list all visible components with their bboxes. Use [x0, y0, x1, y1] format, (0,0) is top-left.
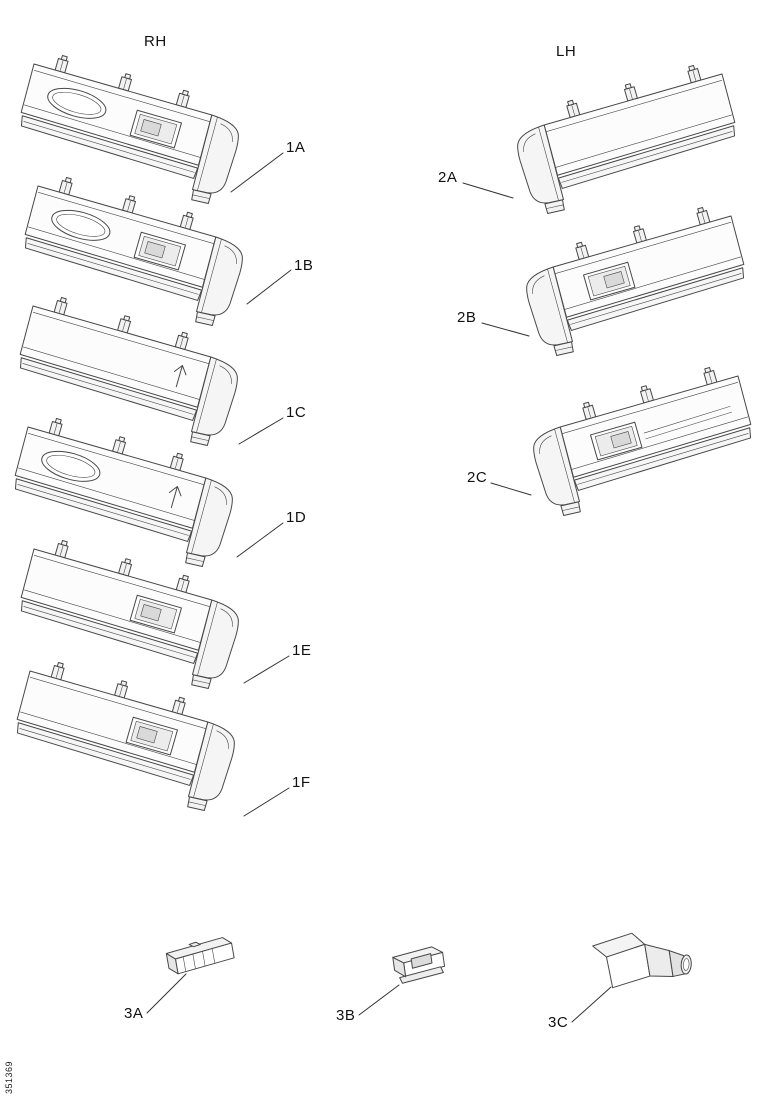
leader-line-2c	[490, 482, 532, 496]
part-label-1f: 1F	[292, 774, 311, 791]
part-label-1c: 1C	[286, 404, 307, 421]
part-label-3a: 3A	[124, 1005, 144, 1022]
part-label-1d: 1D	[286, 509, 307, 526]
rh-panel-1e	[10, 534, 248, 693]
leader-line-2b	[481, 322, 530, 337]
clip-3a-drawing	[165, 937, 235, 975]
leader-line-1a	[230, 152, 284, 193]
part-label-2c: 2C	[467, 469, 488, 486]
lh-panel-2b	[517, 201, 755, 360]
part-label-3c: 3C	[548, 1014, 569, 1031]
rh-panel-1a	[10, 49, 248, 208]
part-label-2b: 2B	[457, 309, 477, 326]
leader-line-3b	[358, 984, 400, 1016]
leader-line-3a	[146, 973, 187, 1014]
clip-3c-drawing	[592, 932, 692, 989]
leader-line-1e	[243, 655, 290, 684]
leader-line-3c	[571, 986, 612, 1023]
rh-column-header: RH	[144, 33, 167, 50]
leader-line-1f	[243, 787, 290, 817]
lh-column-header: LH	[556, 43, 577, 60]
leader-line-1c	[238, 417, 284, 445]
leader-lines	[146, 152, 612, 1023]
lh-panel-2a	[508, 59, 746, 218]
clip-3b-drawing	[392, 946, 446, 984]
leader-line-1b	[246, 269, 292, 305]
part-label-2a: 2A	[438, 169, 458, 186]
figure-number: 351369	[4, 1060, 14, 1094]
part-label-1b: 1B	[294, 257, 314, 274]
leader-line-1d	[236, 522, 284, 558]
lh-panel-2c	[524, 361, 762, 520]
rh-panel-1b	[14, 171, 252, 330]
part-label-1e: 1E	[292, 642, 312, 659]
leader-line-2a	[462, 182, 514, 199]
part-label-1a: 1A	[286, 139, 306, 156]
part-label-3b: 3B	[336, 1007, 356, 1024]
